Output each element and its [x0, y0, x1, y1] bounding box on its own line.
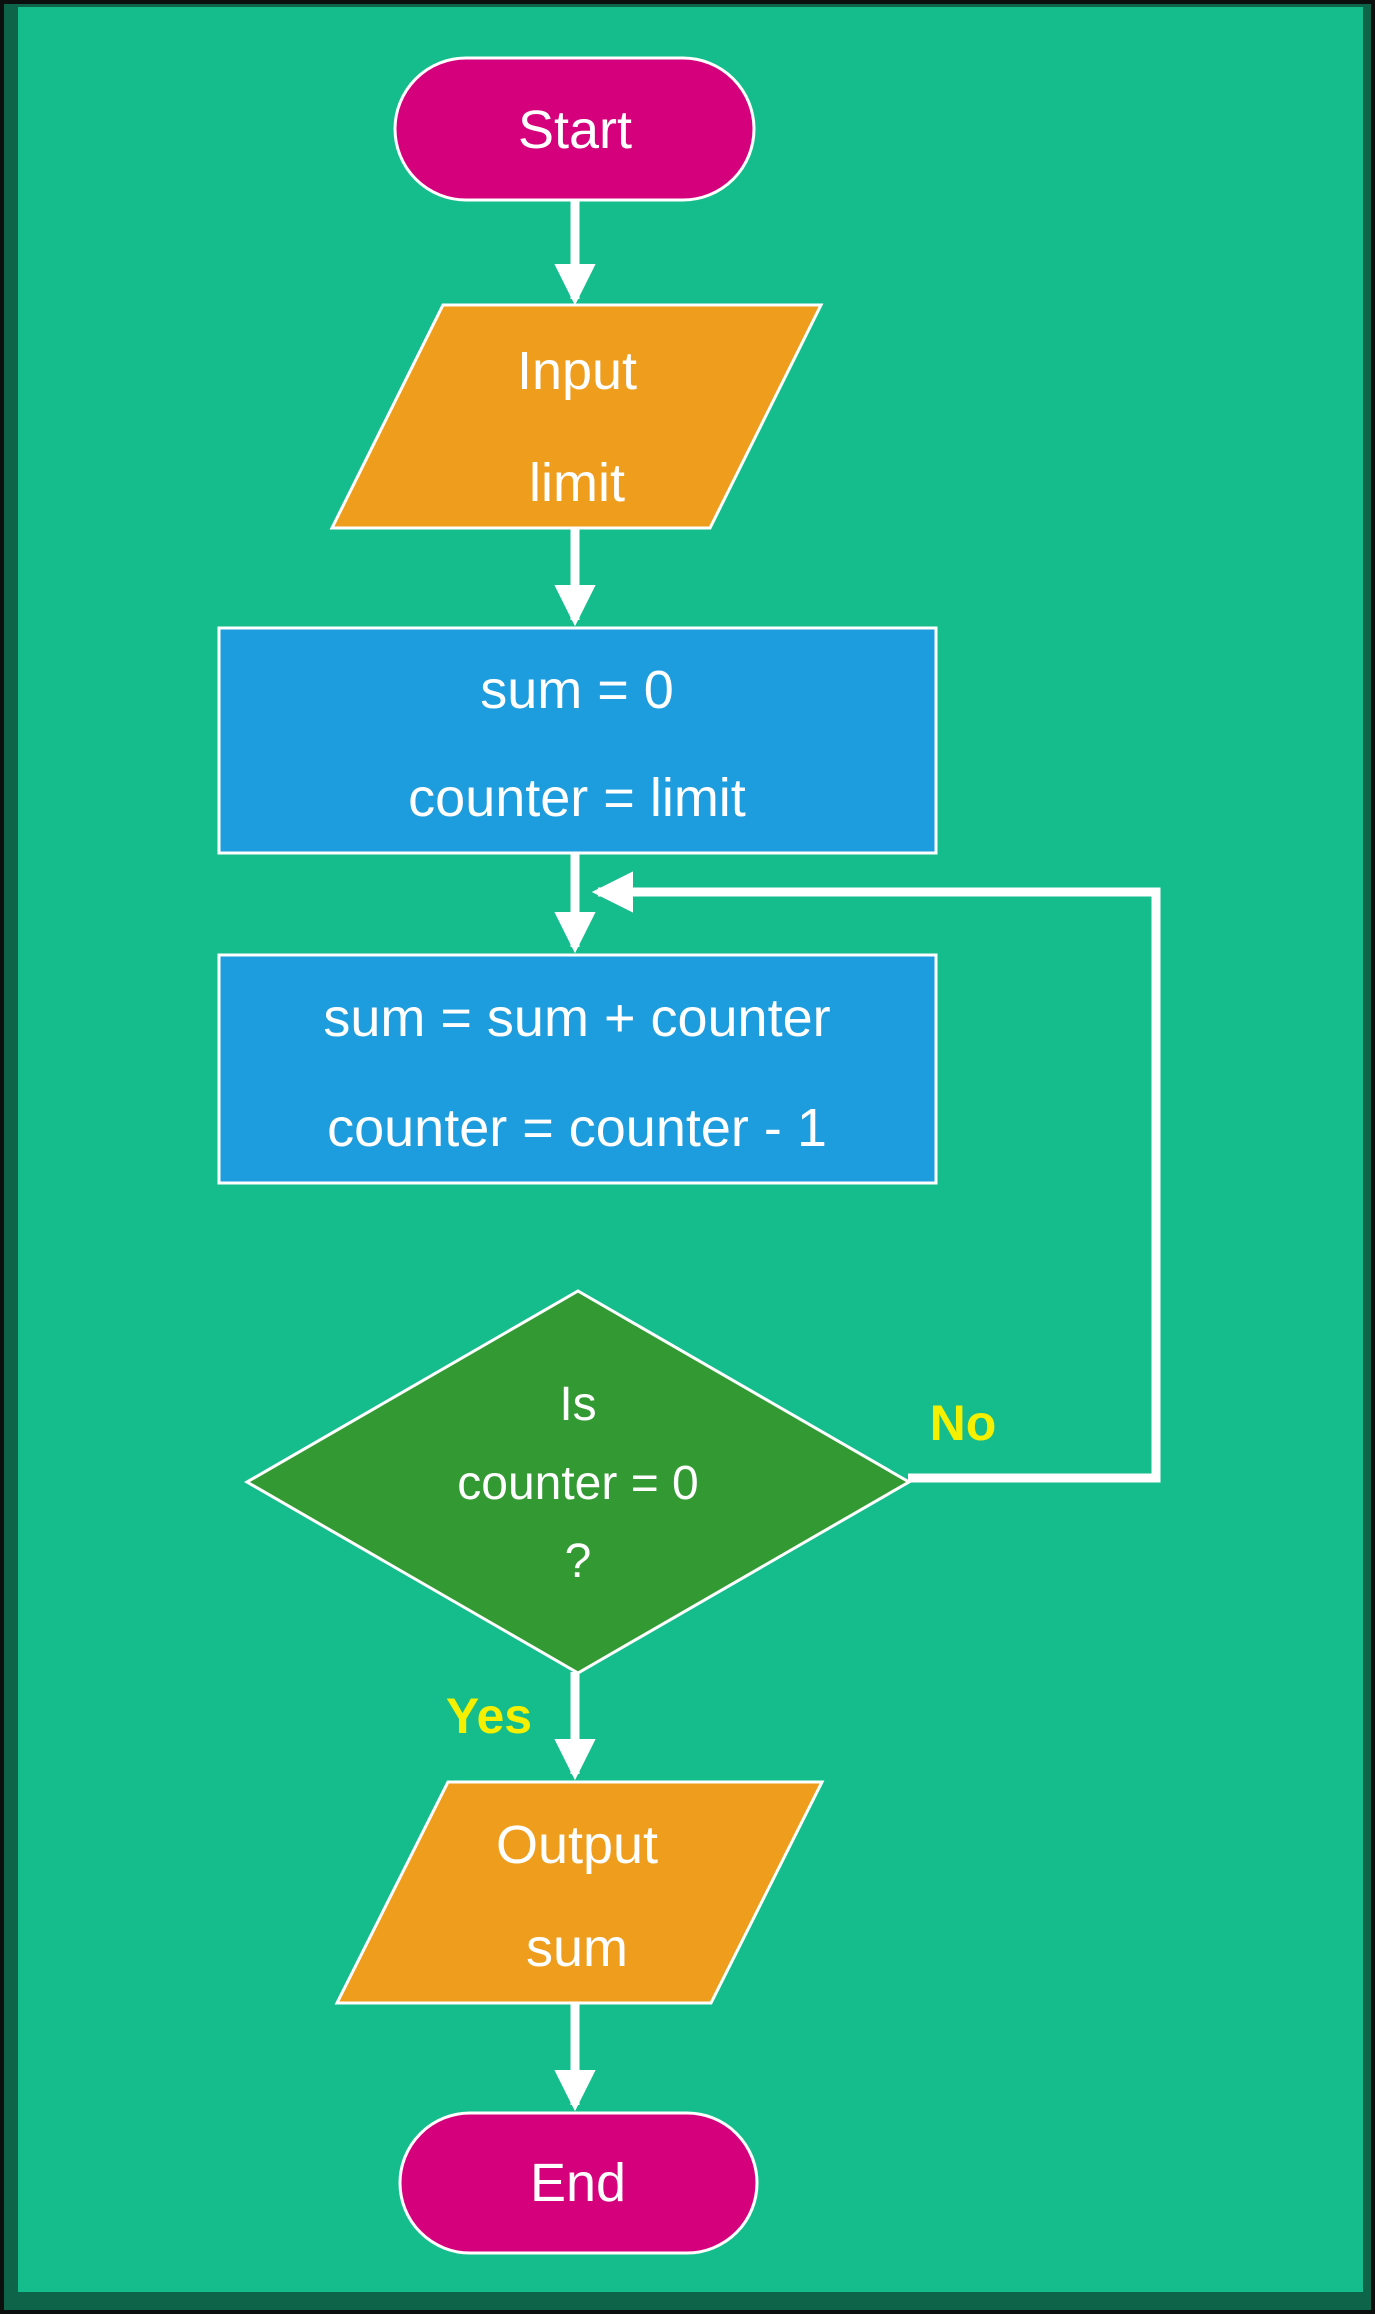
- start-label: Start: [518, 100, 632, 160]
- loop-label-line1: sum = sum + counter: [323, 988, 830, 1048]
- decision-diamond: [243, 1289, 913, 1675]
- decision-label-line2: counter = 0: [457, 1457, 699, 1510]
- connector-loop-back-no: [591, 871, 1161, 1483]
- decision-label-line3: ?: [565, 1535, 592, 1588]
- start-terminator: [393, 56, 756, 202]
- loop-process-box: [217, 953, 938, 1185]
- input-parallelogram: [329, 303, 824, 530]
- end-terminator: [398, 2111, 759, 2255]
- shapes: [217, 56, 938, 2255]
- output-parallelogram: [334, 1780, 825, 2005]
- decision-label-line1: Is: [559, 1378, 596, 1431]
- input-label-line2: limit: [529, 453, 625, 513]
- no-branch-label: No: [930, 1395, 997, 1451]
- output-label-line1: Output: [496, 1815, 658, 1875]
- init-label-line2: counter = limit: [408, 768, 746, 828]
- output-label-line2: sum: [526, 1918, 628, 1978]
- input-label-line1: Input: [517, 341, 637, 401]
- end-label: End: [530, 2153, 626, 2213]
- init-process-box: [217, 626, 938, 855]
- init-label-line1: sum = 0: [480, 660, 674, 720]
- yes-branch-label: Yes: [446, 1688, 532, 1744]
- connectors: [554, 200, 1161, 2112]
- loop-label-line2: counter = counter - 1: [327, 1098, 827, 1158]
